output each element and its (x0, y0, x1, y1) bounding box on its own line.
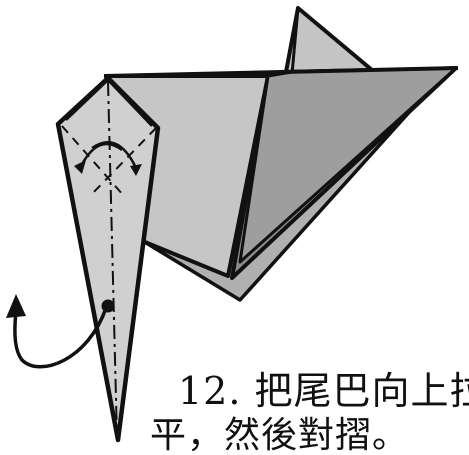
body-middle-panel (238, 66, 458, 264)
fold-arrow-right-curve (91, 140, 138, 169)
body-top-edge (103, 66, 459, 78)
tail (55, 75, 161, 443)
tail-inner-left-edge (65, 79, 109, 121)
pull-up-arrow-curve (13, 307, 108, 369)
tail-inner-right-edge (107, 79, 153, 127)
back-flap-inner-edge (290, 7, 300, 75)
fold-arrow-left-head (74, 160, 86, 174)
instruction-text-line-1: 12. 把尾巴向上拉 (178, 369, 469, 413)
pull-up-arrow-head (6, 294, 26, 318)
instruction-text-line-2: 平，然後對摺。 (150, 415, 410, 455)
fold-arrow-right-head (130, 164, 142, 176)
back-flap (284, 6, 374, 74)
